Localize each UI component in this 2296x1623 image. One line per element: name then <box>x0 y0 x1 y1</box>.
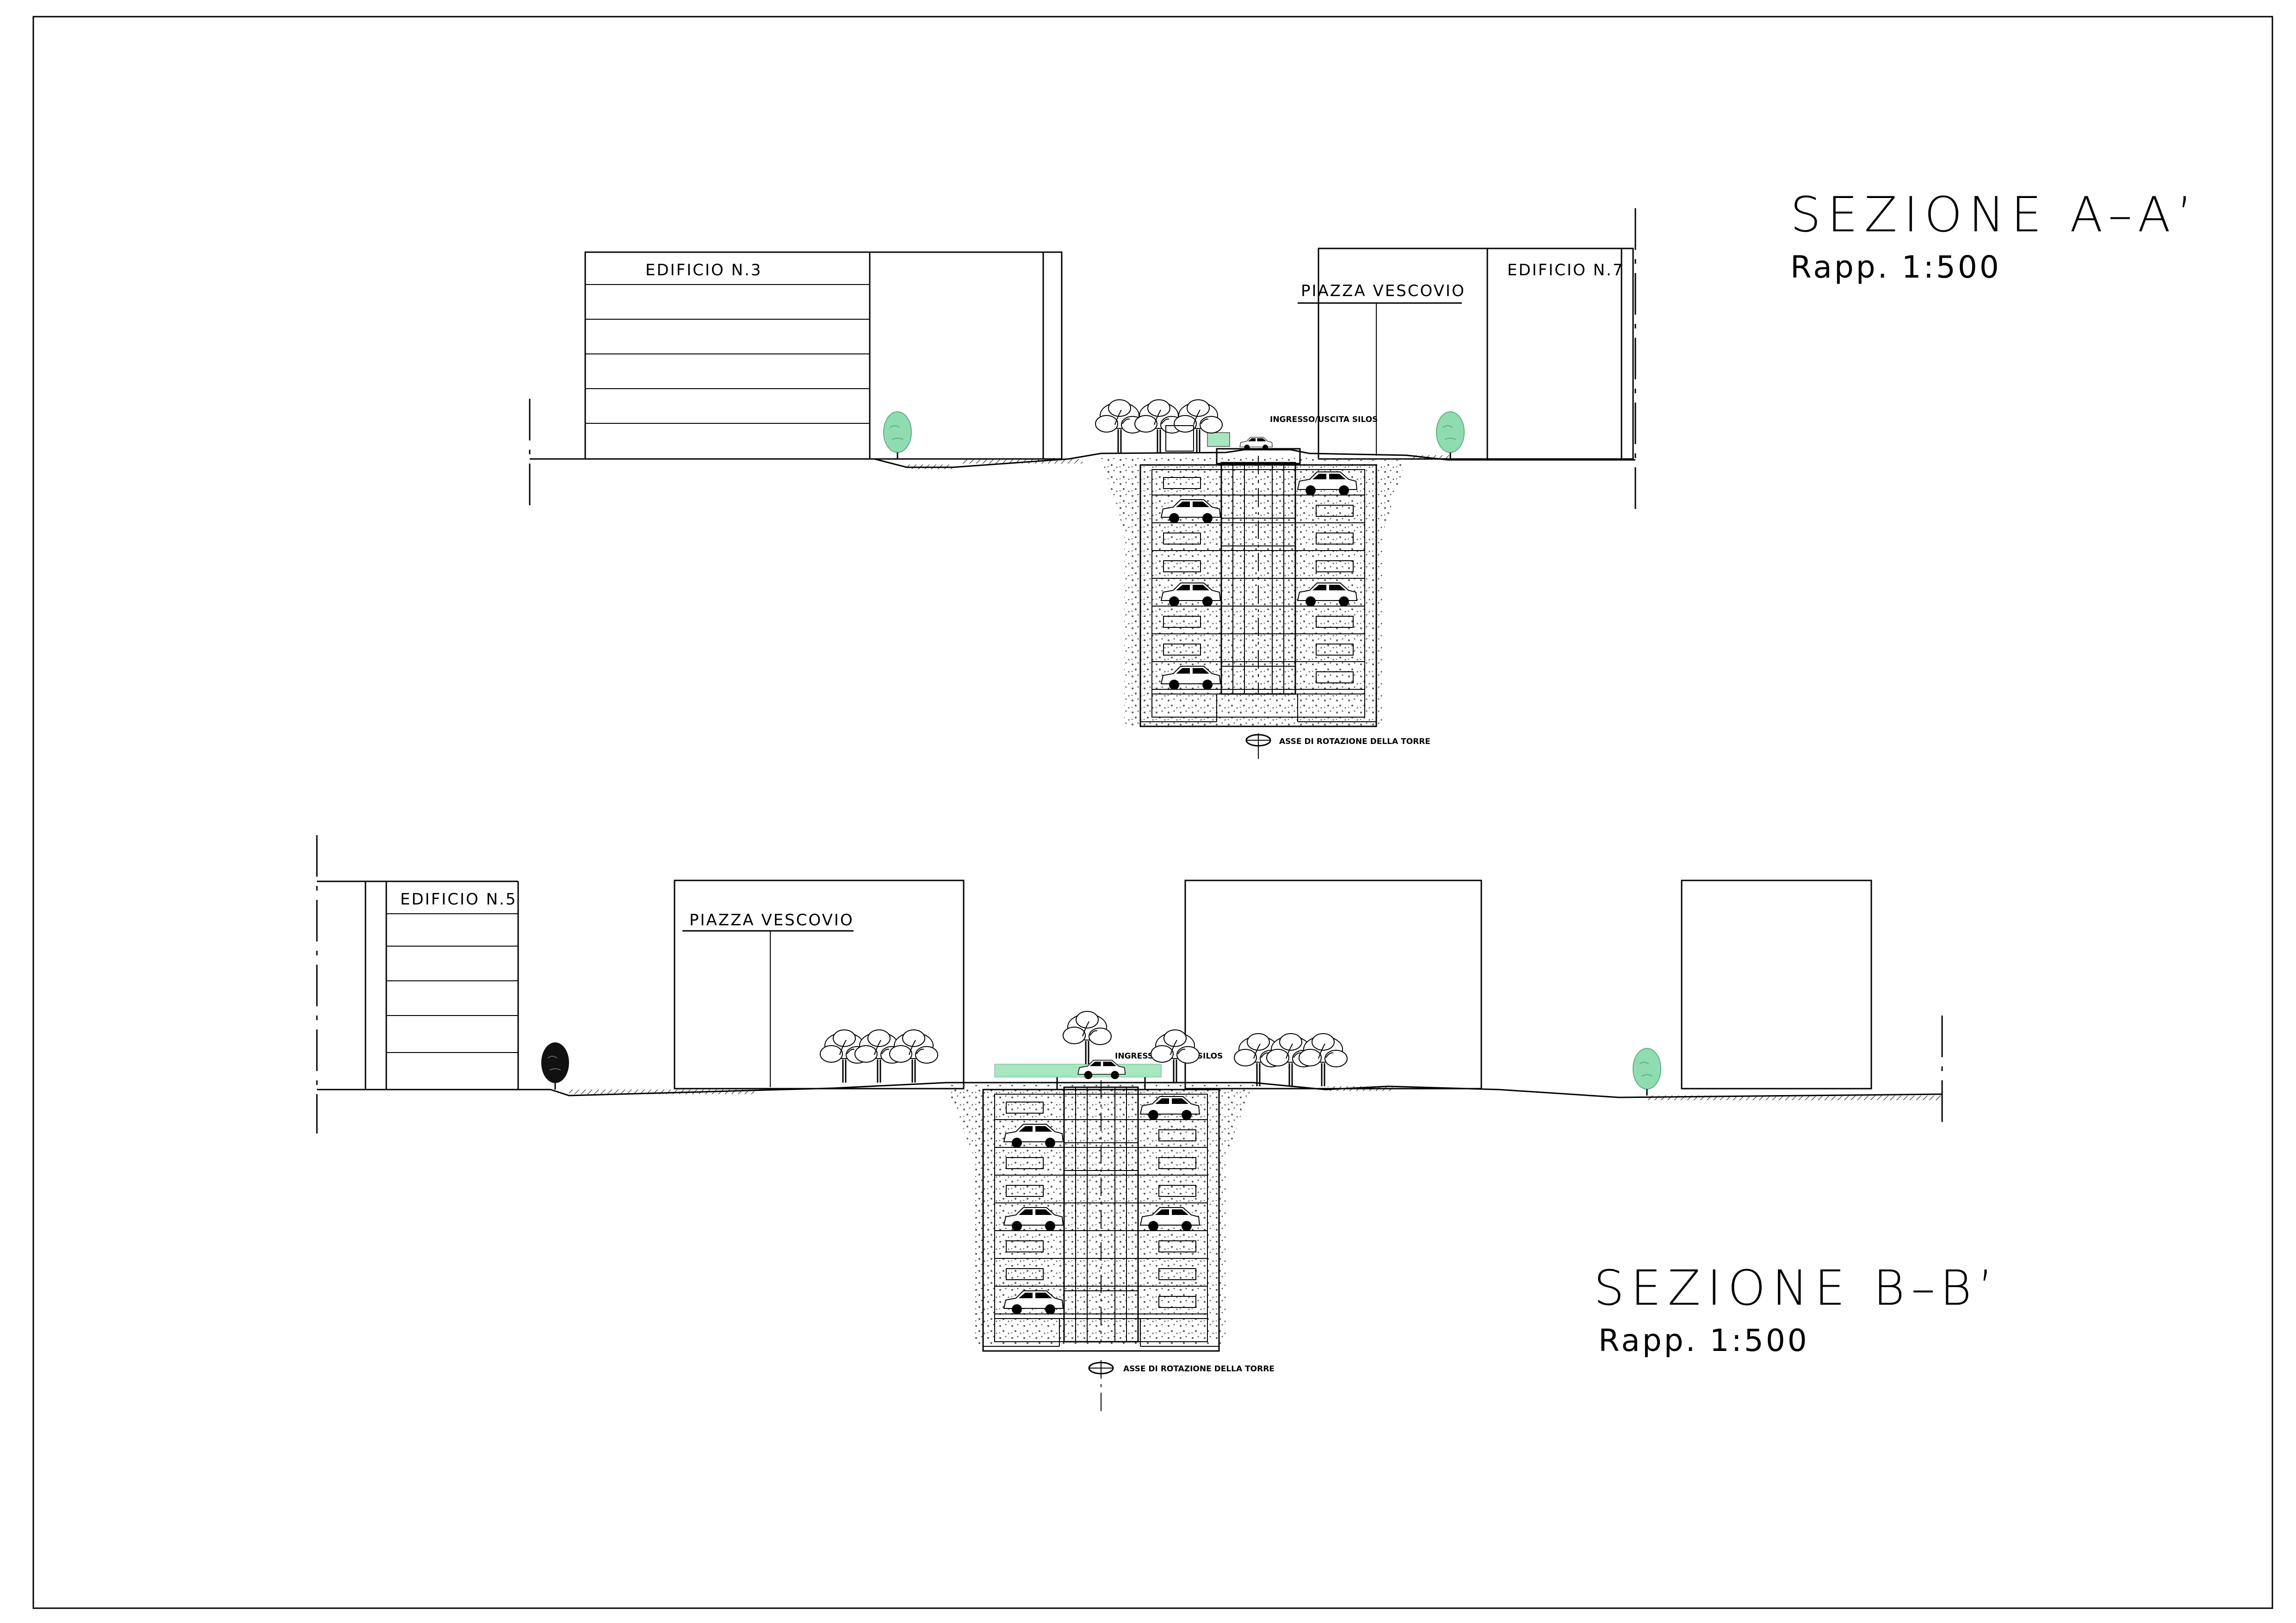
axis-label-a: ASSE DI ROTAZIONE DELLA TORRE <box>1279 737 1430 746</box>
building-3: EDIFICIO N.3 <box>584 251 1063 460</box>
building-b-3 <box>1681 880 1872 1090</box>
entrance-label-a: INGRESSO/USCITA SILOS <box>1270 415 1378 424</box>
soil-a <box>1101 458 1406 726</box>
tree-icon <box>1632 1047 1662 1096</box>
section-b: SEZIONE B–B’ Rapp. 1:500 EDIFICIO N.5 PI… <box>316 835 2000 1411</box>
square-label-b: PIAZZA VESCOVIO <box>689 911 854 929</box>
tree-icon <box>889 1029 939 1084</box>
rotation-axis-icon <box>1245 733 1271 759</box>
square-label-a: PIAZZA VESCOVIO <box>1301 282 1466 300</box>
tree-icon <box>883 411 912 460</box>
rotation-axis-icon <box>1088 1360 1114 1411</box>
section-a: SEZIONE A–A’ Rapp. 1:500 EDIFICIO N.3 ED… <box>529 186 2199 759</box>
section-b-scale: Rapp. 1:500 <box>1598 1323 1809 1358</box>
axis-label-b: ASSE DI ROTAZIONE DELLA TORRE <box>1123 1364 1275 1374</box>
building-5: EDIFICIO N.5 <box>317 880 519 1090</box>
building-5-label: EDIFICIO N.5 <box>400 890 517 909</box>
tree-icon <box>1062 1010 1112 1065</box>
tree-icon <box>1436 411 1465 460</box>
section-a-scale: Rapp. 1:500 <box>1790 249 2001 285</box>
silo-a: INGRESSO/USCITA SILOS ASSE DI ROTAZIONE … <box>1139 415 1430 759</box>
section-a-title: SEZIONE A–A’ <box>1790 186 2199 243</box>
building-7-label: EDIFICIO N.7 <box>1507 261 1624 279</box>
tree-icon <box>540 1041 570 1090</box>
building-7: EDIFICIO N.7 PIAZZA VESCOVIO <box>1298 248 1634 460</box>
drawing-frame <box>32 16 2273 1609</box>
building-3-label: EDIFICIO N.3 <box>645 261 762 279</box>
section-b-title: SEZIONE B–B’ <box>1594 1260 2000 1316</box>
